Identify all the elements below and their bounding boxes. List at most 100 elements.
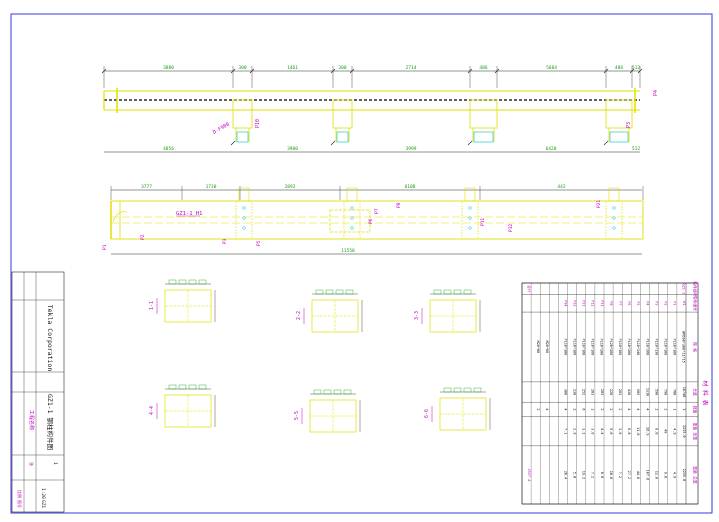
table-cell: PL10*130 xyxy=(654,339,658,356)
table-cell: 2 xyxy=(654,408,658,410)
table-cell: 3.2 xyxy=(582,428,586,434)
section-label: 3-3 xyxy=(414,311,420,320)
dim-bottom-0: 3777 xyxy=(141,184,152,190)
table-cell: M20*80 xyxy=(536,341,540,354)
dim-top-7: 486 xyxy=(615,65,623,71)
table-cell: P5 xyxy=(636,301,640,305)
callout-p6: P6 xyxy=(368,218,374,224)
table-cell: 430 xyxy=(627,389,631,395)
table-cell: PL20*260 xyxy=(609,339,613,356)
callout-p21: P21 xyxy=(596,200,602,208)
table-cell: 6.0 xyxy=(654,428,658,434)
table-cell: GZ1-1 xyxy=(682,284,686,295)
table-cell: 2235.0 xyxy=(682,469,686,482)
project-label: 工程名称 xyxy=(28,410,35,430)
table-cell: 3.6 xyxy=(618,428,622,434)
table-column-header: 重量 单重 xyxy=(693,423,698,441)
table-cell: 10748 xyxy=(682,387,686,398)
table-cell: 790 xyxy=(664,389,668,395)
table-column-header: 长度 xyxy=(693,388,698,396)
section-label: 5-5 xyxy=(294,411,300,420)
dim-top-3: 300 xyxy=(338,65,346,71)
table-column-header: 零件编号 xyxy=(693,296,698,311)
scale-value: 1:20 xyxy=(40,488,46,499)
section-label: 6-6 xyxy=(424,409,430,418)
table-column-header: 规 格 xyxy=(693,342,698,352)
table-cell: PL10*300 xyxy=(563,339,567,356)
table-cell: 2 xyxy=(536,408,540,410)
material-table-header: 材 料 表 xyxy=(701,380,709,405)
dim-top-6: 5684 xyxy=(546,65,557,71)
table-cell: 300 xyxy=(563,389,567,395)
dim-top-bottom-2: 3999 xyxy=(406,146,417,152)
table-column-header: 数量 xyxy=(693,406,698,414)
table-cell: P12 xyxy=(591,300,595,306)
table-cell: 4 xyxy=(645,408,649,410)
title-block: Tekla Corporation GZ1-1 钢柱构件图 工程名称 比例 1:… xyxy=(11,271,65,513)
callout-p2: P2 xyxy=(140,234,146,240)
table-cell: PL10*260 xyxy=(645,339,649,356)
callout-p4: P4 xyxy=(653,90,659,96)
table-cell: 2537.4 xyxy=(527,469,531,482)
table-cell: P1 xyxy=(673,301,677,305)
table-cell: 18.0 xyxy=(609,471,613,479)
table-cell: 26.9 xyxy=(645,427,649,435)
table-cell: 44.0 xyxy=(636,471,640,479)
table-cell: P3 xyxy=(654,301,658,305)
table-cell: HM500*300*11*15 xyxy=(682,331,686,363)
table-cell: PL10*160 xyxy=(618,339,622,356)
table-cell: 7.2 xyxy=(618,472,622,478)
table-cell: 2 xyxy=(600,408,604,410)
table-cell: PL10*160 xyxy=(673,339,677,356)
callout-p10: P10 xyxy=(255,119,261,128)
dim-bottom-1: 1730 xyxy=(206,184,217,190)
bracket-0 xyxy=(232,99,253,129)
table-cell: 11.0 xyxy=(636,427,640,435)
table-cell: 7.2 xyxy=(591,472,595,478)
table-cell: 28.4 xyxy=(563,471,567,479)
section-2-2: 2-2 xyxy=(296,289,363,333)
drawing-title: GZ1-1 钢柱构件图 xyxy=(46,394,55,450)
table-cell: P6 xyxy=(627,301,631,305)
table-cell: 2 xyxy=(591,408,595,410)
table-cell: 9.0 xyxy=(609,428,613,434)
dim-top-1: 300 xyxy=(238,65,246,71)
table-cell: PL10*200 xyxy=(627,339,631,356)
table-cell: 283 xyxy=(618,389,622,395)
callout-p8: P8 xyxy=(396,202,402,208)
outer-frame xyxy=(10,13,713,514)
table-column-header: 重量 总重 xyxy=(693,466,698,484)
table-cell: 107.6 xyxy=(645,470,649,481)
dim-top-2: 1461 xyxy=(287,65,298,71)
dim-top-bottom-0: 4056 xyxy=(163,146,174,152)
table-cell: P7 xyxy=(618,301,622,305)
table-cell: 49 xyxy=(664,429,668,433)
table-cell: 3.6 xyxy=(591,428,595,434)
table-cell: 2.9 xyxy=(572,428,576,434)
table-cell: PL10*160 xyxy=(582,339,586,356)
sheet-value: GZ1 xyxy=(40,500,46,508)
table-cell: 4 xyxy=(563,408,567,410)
table-cell: 283 xyxy=(600,389,604,395)
table-cell: 6 xyxy=(582,408,586,410)
callout-p1: P1 xyxy=(102,244,108,250)
callout-p3: P3 xyxy=(222,238,228,244)
table-cell: PL10*160 xyxy=(664,339,668,356)
section-label: 4-4 xyxy=(149,406,155,415)
section-4-4: 4-4 xyxy=(149,384,216,428)
dim-top-8: 512 xyxy=(632,65,640,71)
table-cell: 780 xyxy=(673,389,677,395)
page-label: 张 xyxy=(29,462,35,466)
table-cell: 2 xyxy=(572,408,576,410)
table-cell: P8 xyxy=(609,301,613,305)
table-cell: PL10*240 xyxy=(636,339,640,356)
table-cell: P21 xyxy=(582,300,586,306)
page-value: 1 xyxy=(52,462,58,465)
table-cell: 2 xyxy=(664,408,668,410)
dim-overall: 11550 xyxy=(341,248,355,254)
dim-top-bottom-3: 6420 xyxy=(546,146,557,152)
table-cell: 9.8 xyxy=(664,472,668,478)
section-label: 2-2 xyxy=(296,311,302,320)
table-cell: 8.8 xyxy=(600,472,604,478)
